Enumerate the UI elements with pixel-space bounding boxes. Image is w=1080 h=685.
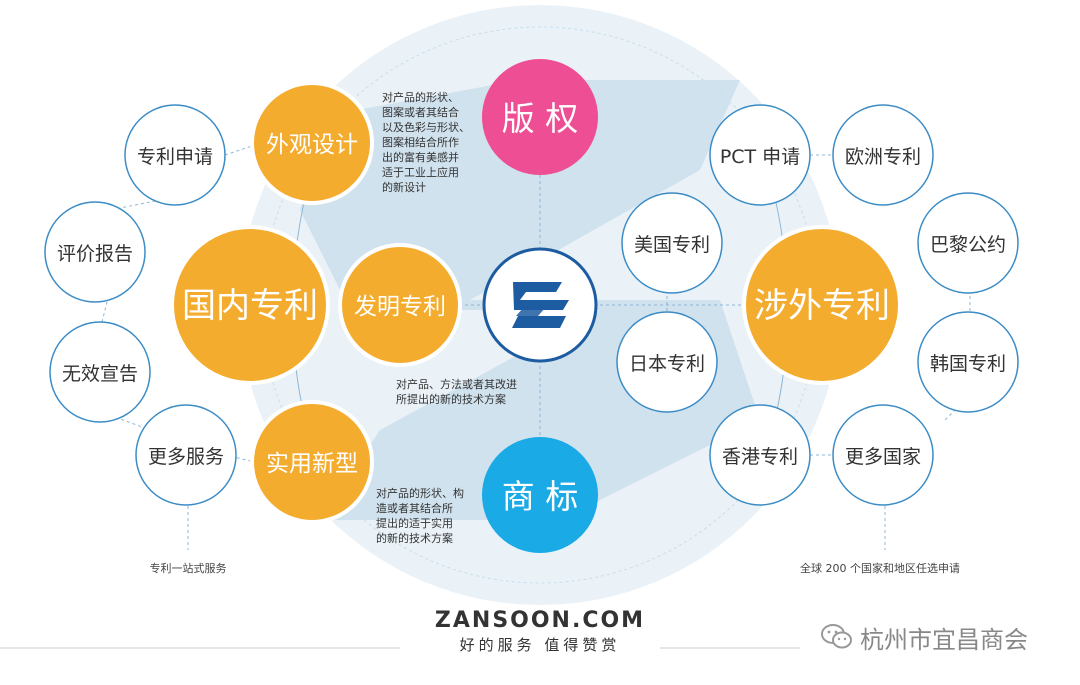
foreign-europe-label: 欧洲专利: [845, 146, 921, 168]
utility-desc-line: 对产品的形状、构: [376, 486, 464, 500]
wechat-icon: [821, 624, 852, 649]
trademark-label: 商 标: [502, 477, 579, 516]
copyright-label: 版 权: [502, 99, 579, 138]
zs-logo-icon: [482, 247, 598, 363]
service-patent-application-label: 专利申请: [137, 146, 213, 168]
invention-description: 对产品、方法或者其改进 所提出的新的技术方案: [396, 377, 517, 406]
foreign-jp[interactable]: [616, 311, 718, 413]
trademark-circle[interactable]: [482, 437, 598, 553]
invention-desc-line: 对产品、方法或者其改进: [396, 377, 517, 391]
foreign-us-label: 美国专利: [634, 234, 710, 256]
watermark: 杭州市宜昌商会: [820, 622, 1028, 654]
design-desc-line: 对产品的形状、: [382, 90, 459, 104]
copyright-circle[interactable]: [482, 59, 598, 175]
utility-model-circle[interactable]: [250, 400, 374, 524]
invention-desc-line: 所提出的新的技术方案: [396, 392, 506, 406]
foreign-jp-label: 日本专利: [629, 353, 705, 375]
foreign-patent-label: 涉外专利: [754, 286, 890, 326]
foreign-korea-label: 韩国专利: [930, 353, 1006, 375]
service-patent-application[interactable]: [124, 104, 226, 206]
foreign-more[interactable]: [832, 404, 934, 506]
domestic-service-circles[interactable]: 专利申请 评价报告 无效宣告 更多服务: [44, 104, 237, 506]
utility-desc-line: 提出的适于实用: [376, 516, 453, 530]
service-evaluation-report-label: 评价报告: [57, 243, 133, 265]
domestic-patent-label: 国内专利: [182, 286, 318, 326]
utility-desc-line: 的新的技术方案: [376, 531, 453, 545]
foreign-paris[interactable]: [917, 192, 1019, 294]
foreign-hk-label: 香港专利: [722, 446, 798, 468]
foreign-us[interactable]: [621, 192, 723, 294]
left-caption: 专利一站式服务: [150, 561, 227, 575]
invention-patent-label: 发明专利: [354, 294, 446, 320]
service-invalidation-label: 无效宣告: [62, 363, 138, 385]
service-invalidation[interactable]: [49, 321, 151, 423]
design-patent-label: 外观设计: [266, 132, 358, 158]
design-desc-line: 图案或者其结合: [382, 105, 459, 119]
foreign-pct[interactable]: [709, 104, 811, 206]
foreign-service-circles[interactable]: 欧洲专利 巴黎公约 韩国专利 更多国家: [832, 104, 1019, 506]
foreign-paris-label: 巴黎公约: [930, 234, 1006, 256]
foreign-hk[interactable]: [709, 404, 811, 506]
design-desc-line: 以及色彩与形状、: [382, 120, 470, 134]
domestic-patent-circle[interactable]: [170, 225, 330, 385]
design-desc-line: 出的富有美感并: [382, 150, 459, 164]
service-more-label: 更多服务: [148, 446, 224, 468]
foreign-item-circles[interactable]: PCT 申请 美国专利 日本专利 香港专利: [616, 104, 811, 506]
utility-model-label: 实用新型: [266, 451, 358, 477]
utility-description: 对产品的形状、构 造或者其结合所 提出的适于实用 的新的技术方案: [376, 486, 464, 545]
right-caption: 全球 200 个国家和地区任选申请: [800, 561, 960, 575]
foreign-more-label: 更多国家: [845, 446, 921, 468]
service-more[interactable]: [135, 404, 237, 506]
foreign-patent-circle[interactable]: [742, 225, 902, 385]
service-evaluation-report[interactable]: [44, 201, 146, 303]
footer-slogan: 好的服务 值得赞赏: [459, 636, 621, 654]
foreign-pct-label: PCT 申请: [720, 146, 800, 168]
design-description: 对产品的形状、 图案或者其结合 以及色彩与形状、 图案相结合所作 出的富有美感并…: [382, 90, 470, 194]
design-patent-circle[interactable]: [250, 81, 374, 205]
watermark-text: 杭州市宜昌商会: [860, 625, 1028, 654]
design-desc-line: 图案相结合所作: [382, 135, 459, 149]
footer-site: ZANSOON.COM: [434, 608, 646, 633]
design-desc-line: 适于工业上应用: [382, 165, 459, 179]
utility-desc-line: 造或者其结合所: [376, 501, 453, 515]
invention-patent-circle[interactable]: [338, 243, 462, 367]
foreign-korea[interactable]: [917, 311, 1019, 413]
foreign-europe[interactable]: [832, 104, 934, 206]
design-desc-line: 的新设计: [382, 180, 426, 194]
